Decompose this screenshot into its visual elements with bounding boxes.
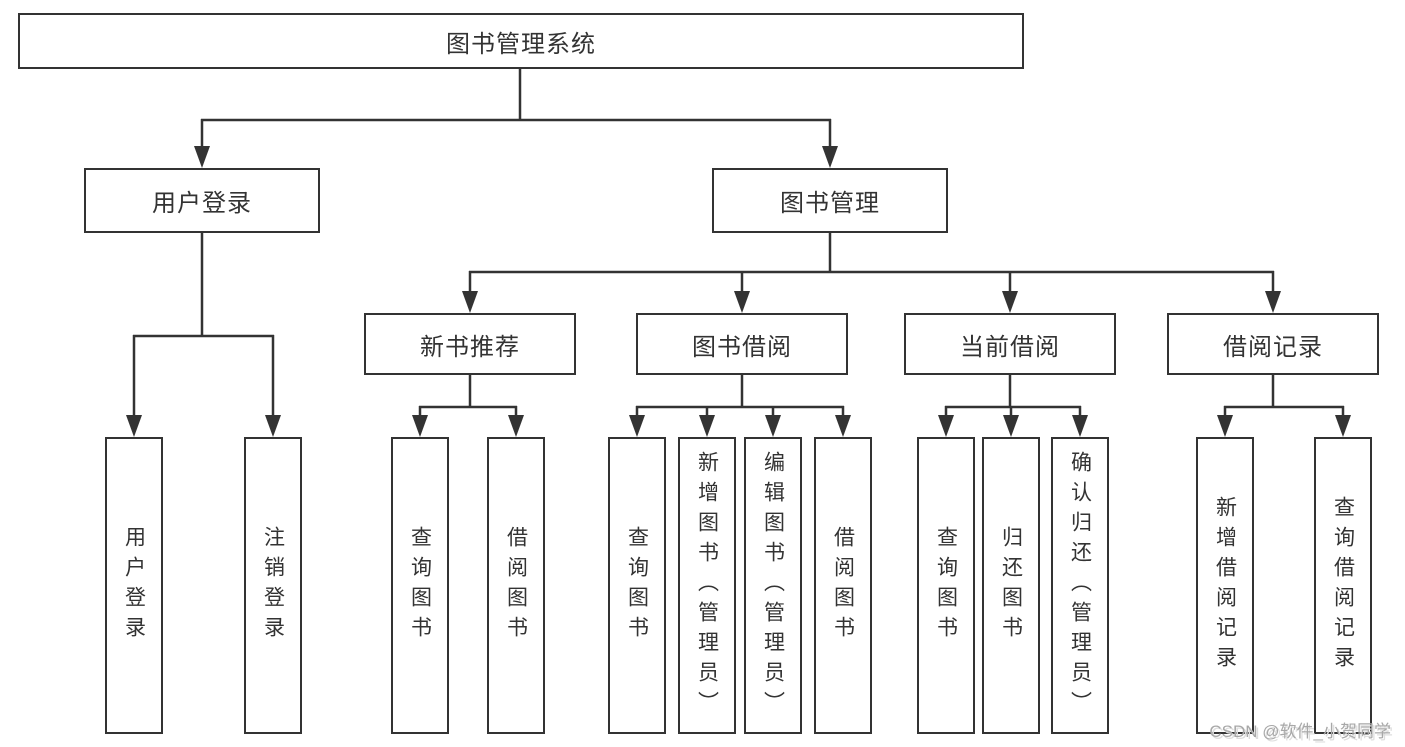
node-label: 归还图书 <box>999 525 1023 646</box>
node-label: 借阅图书 <box>831 525 855 646</box>
node-label: 确认归还（管理员） <box>1068 450 1092 721</box>
connector-currentborrow-to-leaves <box>938 373 1088 437</box>
watermark: CSDN @软件_小贺同学 <box>1209 722 1391 741</box>
node-leaf-add-book-admin: 新增图书（管理员） <box>678 437 736 734</box>
connector-newbook-to-leaves <box>412 373 524 437</box>
node-root-system: 图书管理系统 <box>18 13 1024 69</box>
node-leaf-borrow-books-2: 借阅图书 <box>814 437 872 734</box>
node-leaf-logout: 注销登录 <box>244 437 302 734</box>
node-label: 编辑图书（管理员） <box>761 450 785 721</box>
node-leaf-query-books-1: 查询图书 <box>391 437 449 734</box>
node-book-management: 图书管理 <box>712 168 948 233</box>
node-leaf-add-borrow-record: 新增借阅记录 <box>1196 437 1254 734</box>
node-label: 注销登录 <box>261 525 285 646</box>
node-leaf-query-borrow-record: 查询借阅记录 <box>1314 437 1372 734</box>
node-label: 借阅记录 <box>1223 333 1323 361</box>
node-leaf-user-login: 用户登录 <box>105 437 163 734</box>
node-label: 图书管理 <box>780 190 880 217</box>
node-leaf-query-books-3: 查询图书 <box>917 437 975 734</box>
node-label: 新书推荐 <box>420 333 520 361</box>
node-leaf-edit-book-admin: 编辑图书（管理员） <box>744 437 802 734</box>
node-label: 用户登录 <box>122 525 146 646</box>
node-label: 当前借阅 <box>960 333 1060 361</box>
node-label: 查询图书 <box>625 525 649 646</box>
node-new-book-recommend: 新书推荐 <box>364 313 576 375</box>
node-label: 查询图书 <box>408 525 432 646</box>
connector-bookborrow-to-leaves <box>629 373 851 437</box>
node-book-borrow: 图书借阅 <box>636 313 848 375</box>
node-leaf-confirm-return-admin: 确认归还（管理员） <box>1051 437 1109 734</box>
node-user-login: 用户登录 <box>84 168 320 233</box>
connector-root-to-level2 <box>194 69 838 168</box>
connector-userlogin-to-leaves <box>126 232 281 437</box>
node-label: 图书借阅 <box>692 333 792 361</box>
connector-borrowrecord-to-leaves <box>1217 373 1351 437</box>
node-label: 借阅图书 <box>504 525 528 646</box>
node-current-borrow: 当前借阅 <box>904 313 1116 375</box>
node-label: 用户登录 <box>152 190 252 217</box>
node-borrow-record: 借阅记录 <box>1167 313 1379 375</box>
node-label: 新增图书（管理员） <box>695 450 719 721</box>
node-label: 新增借阅记录 <box>1213 495 1237 676</box>
node-label: 查询图书 <box>934 525 958 646</box>
node-label: 查询借阅记录 <box>1331 495 1355 676</box>
connector-bookmgmt-to-level3 <box>462 232 1281 313</box>
node-label: 图书管理系统 <box>446 30 596 58</box>
node-leaf-borrow-books-1: 借阅图书 <box>487 437 545 734</box>
node-leaf-query-books-2: 查询图书 <box>608 437 666 734</box>
node-leaf-return-book: 归还图书 <box>982 437 1040 734</box>
